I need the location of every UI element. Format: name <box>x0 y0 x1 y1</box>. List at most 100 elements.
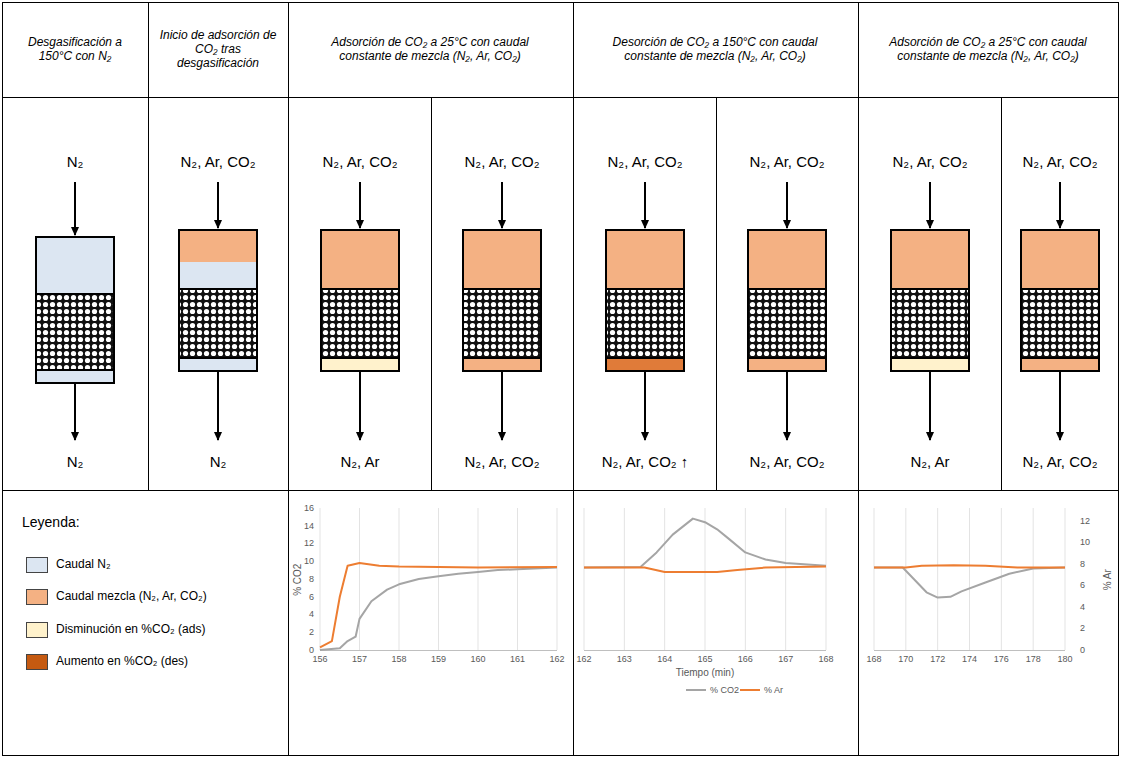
table-rule <box>858 3 859 756</box>
outlet-zone <box>179 358 257 371</box>
table-rule <box>431 98 432 491</box>
inlet-gas: N₂ <box>67 153 84 170</box>
adsorbent-bed <box>463 289 541 358</box>
outlet-zone <box>321 358 399 371</box>
gas-zone <box>891 230 969 289</box>
inlet-gas: N₂, Ar, CO₂ <box>750 153 825 170</box>
grid-line <box>937 508 938 650</box>
bed-edge <box>321 357 399 359</box>
y-tick: 12 <box>1080 516 1090 526</box>
inlet-arrow <box>1059 182 1061 228</box>
x-tick: 159 <box>431 654 446 664</box>
grid-line <box>969 508 970 650</box>
outlet-arrow <box>929 372 931 440</box>
outlet-zone <box>748 358 826 371</box>
gas-zone <box>463 230 541 289</box>
legend-line <box>740 689 760 691</box>
legend-swatch <box>26 622 48 638</box>
grid-line <box>785 508 786 650</box>
column-outline <box>463 230 541 371</box>
outlet-arrow <box>786 372 788 440</box>
ar-curve <box>320 563 557 647</box>
column-outline <box>1021 230 1099 371</box>
x-tick: 176 <box>994 654 1009 664</box>
outlet-zone <box>463 358 541 371</box>
adsorbent-bed <box>321 289 399 358</box>
bed-edge <box>891 288 969 290</box>
grid-line <box>624 508 625 650</box>
table-rule <box>3 490 1119 491</box>
column-header: Adsorción de CO₂ a 25°C con caudal const… <box>868 36 1108 64</box>
gas-zone <box>1021 230 1099 289</box>
column-header: Inicio de adsorción de CO₂ tras desgasif… <box>158 29 278 70</box>
x-tick: 161 <box>510 654 525 664</box>
adsorbent-bed <box>748 289 826 358</box>
y-tick: 12 <box>304 538 314 548</box>
column-outline <box>179 230 257 371</box>
y-tick: 10 <box>1080 537 1090 547</box>
bed-edge <box>179 288 257 290</box>
adsorbent-bed <box>891 289 969 358</box>
y-tick: 0 <box>309 645 314 655</box>
outlet-zone <box>891 358 969 371</box>
grid-line <box>320 508 321 650</box>
adsorbent-bed <box>179 289 257 358</box>
legend-line <box>686 689 706 691</box>
x-tick: 163 <box>617 654 632 664</box>
legend-text: Disminución en %CO₂ (ads) <box>56 623 205 637</box>
table-rule <box>573 3 574 756</box>
x-tick: 167 <box>778 654 793 664</box>
inlet-arrow <box>929 182 931 228</box>
grid-line <box>438 508 439 650</box>
legend-swatch <box>26 557 48 573</box>
x-axis <box>584 650 826 651</box>
adsorbent-bed <box>606 289 684 358</box>
x-tick: 166 <box>738 654 753 664</box>
axis-title: % Ar <box>1102 569 1114 590</box>
column-outline <box>606 230 684 371</box>
co2-curve <box>320 568 557 651</box>
inlet-arrow <box>359 182 361 228</box>
bed-edge <box>748 288 826 290</box>
outlet-arrow <box>501 372 503 440</box>
column-header: Desgasificación a 150°C con N₂ <box>10 36 140 64</box>
table-rule <box>1001 98 1002 491</box>
bed-edge <box>891 357 969 359</box>
inlet-arrow <box>786 182 788 228</box>
legend-swatch <box>26 589 48 605</box>
grid-line <box>745 508 746 650</box>
x-tick: 174 <box>962 654 977 664</box>
table-rule <box>148 3 149 491</box>
y-tick: 4 <box>1080 602 1085 612</box>
inlet-gas: N₂, Ar, CO₂ <box>893 153 968 170</box>
grid-line <box>664 508 665 650</box>
x-tick: 160 <box>470 654 485 664</box>
bed-edge <box>1021 357 1099 359</box>
y-tick: 4 <box>309 609 314 619</box>
y-tick: 8 <box>1080 559 1085 569</box>
bed-edge <box>606 288 684 290</box>
adsorbent-bed <box>36 294 114 370</box>
bed-edge <box>606 357 684 359</box>
y-tick: 6 <box>1080 580 1085 590</box>
outlet-gas: N₂, Ar <box>910 453 949 470</box>
outlet-arrow <box>217 372 219 440</box>
inlet-arrow <box>217 182 219 228</box>
column-outline <box>36 237 114 383</box>
bed-edge <box>748 357 826 359</box>
inlet-arrow <box>644 182 646 228</box>
column-outline <box>891 230 969 371</box>
outlet-gas: N₂, Ar, CO₂ <box>465 453 540 470</box>
bed-edge <box>463 357 541 359</box>
ar-curve <box>874 565 1065 567</box>
grid-line <box>826 508 827 650</box>
grid-line <box>557 508 558 650</box>
x-tick: 180 <box>1057 654 1072 664</box>
inlet-gas: N₂, Ar, CO₂ <box>1023 153 1098 170</box>
x-tick: 162 <box>576 654 591 664</box>
inlet-gas: N₂, Ar, CO₂ <box>323 153 398 170</box>
y-tick: 8 <box>309 574 314 584</box>
y-tick: 6 <box>309 592 314 602</box>
outlet-gas: N₂ <box>210 453 227 470</box>
grid-line <box>705 508 706 650</box>
